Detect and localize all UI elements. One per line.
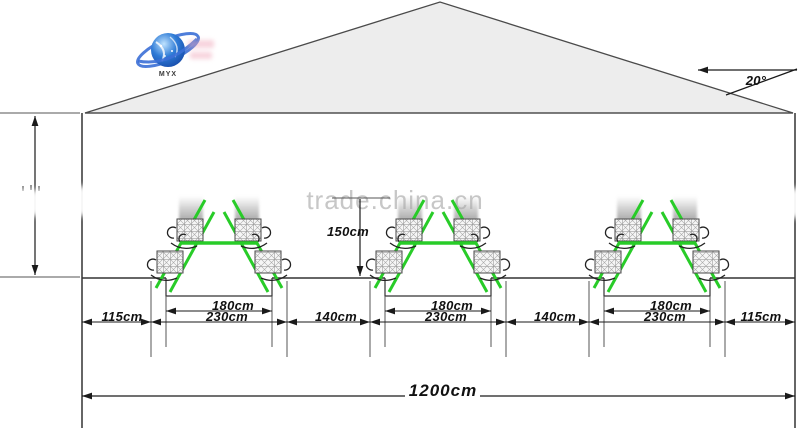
erased-mark <box>38 186 40 191</box>
cage3-base-width-label: 230cm <box>644 309 686 324</box>
faint-logo-text-blur <box>188 40 214 48</box>
cage-height-label: 150cm <box>327 224 369 239</box>
erased-mark <box>22 186 24 191</box>
aisle2-label: 140cm <box>534 309 576 324</box>
cage-unit-1 <box>147 196 290 292</box>
cage2-base-width-label: 230cm <box>425 309 467 324</box>
roof-angle-annotation <box>698 66 798 96</box>
cage1-base-width-label: 230cm <box>206 309 248 324</box>
erased-mark <box>30 185 32 190</box>
roof-angle-label: 20° <box>745 73 767 88</box>
left-wall-smudge <box>74 186 92 216</box>
right-wall-smudge <box>782 188 800 218</box>
globe-logo-icon <box>136 32 200 68</box>
cage-unit-3 <box>585 196 728 292</box>
manure-pits <box>165 278 711 297</box>
cage-height-dimension <box>332 197 390 276</box>
right-side-aisle-label: 115cm <box>740 309 782 324</box>
aisle1-label: 140cm <box>315 309 357 324</box>
erased-height-label-smudge <box>14 190 50 216</box>
total-width-label: 1200cm <box>408 381 478 400</box>
cage-unit-2 <box>366 196 509 292</box>
faint-logo-text-blur <box>190 52 212 59</box>
left-side-aisle-label: 115cm <box>101 309 143 324</box>
logo-caption: MYX <box>158 71 178 78</box>
